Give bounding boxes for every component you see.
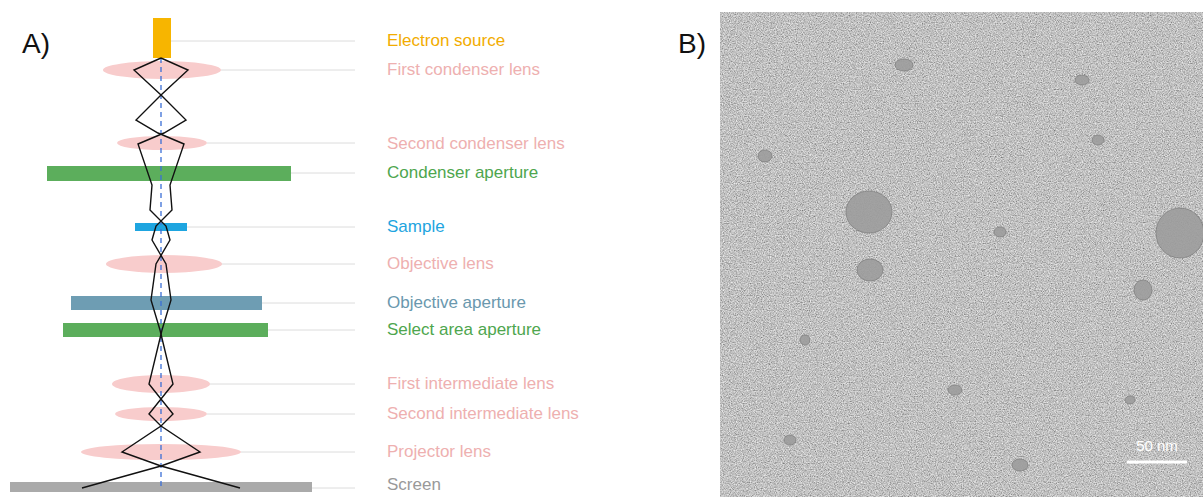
component-label: First condenser lens [387,61,540,80]
micrograph [720,12,1203,497]
component-label: Objective lens [387,255,494,274]
objective-aperture [71,296,262,310]
component-label: Select area aperture [387,321,541,340]
component-label: Electron source [387,32,505,51]
component-label: Condenser aperture [387,164,538,183]
objective-lens [106,255,222,273]
scale-bar-label: 50 nm [1136,438,1178,455]
component-label: Second condenser lens [387,135,565,154]
scale-bar [1127,461,1187,464]
component-label: First intermediate lens [387,375,554,394]
component-label: Second intermediate lens [387,405,579,424]
select-area-aperture [63,323,268,337]
condenser-lens [117,136,207,150]
electron-source [153,18,171,58]
condenser-lens [103,61,221,79]
condenser-aperture [47,166,291,181]
component-label: Projector lens [387,443,491,462]
component-label: Sample [387,218,445,237]
component-label: Objective aperture [387,294,526,313]
panel-label: B) [678,29,706,60]
component-label: Screen [387,476,441,495]
panel-label: A) [22,29,50,60]
electron-rays [82,58,240,488]
